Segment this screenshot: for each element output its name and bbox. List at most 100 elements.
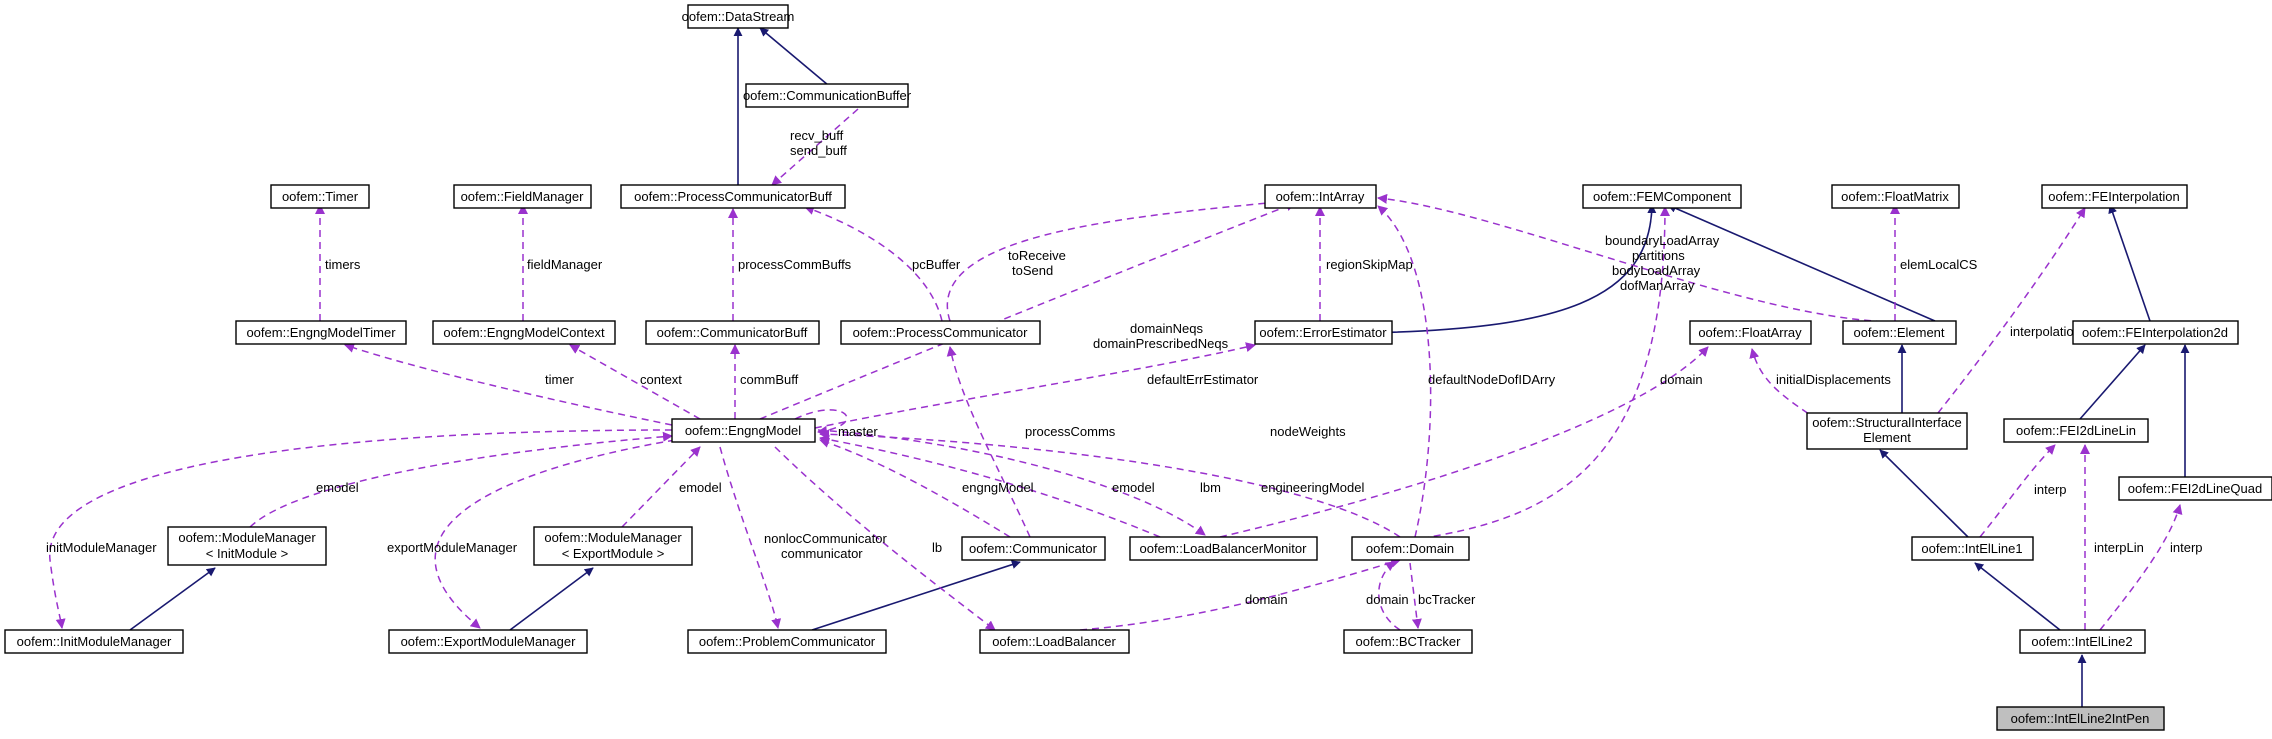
node-floatmatrix[interactable]: oofem::FloatMatrix — [1831, 184, 1960, 209]
svg-text:oofem::FieldManager: oofem::FieldManager — [461, 189, 585, 204]
svg-text:< InitModule >: < InitModule > — [206, 546, 288, 561]
svg-text:oofem::CommunicatorBuff: oofem::CommunicatorBuff — [657, 325, 808, 340]
edge-structuralinterfaceelement-to-feinterpolation — [1937, 207, 2086, 414]
node-engngmodelcontext[interactable]: oofem::EngngModelContext — [432, 320, 616, 345]
nodes: oofem::DataStream oofem::CommunicationBu… — [4, 4, 2272, 731]
svg-text:oofem::IntElLine2IntPen: oofem::IntElLine2IntPen — [2011, 711, 2150, 726]
svg-text:oofem::ExportModuleManager: oofem::ExportModuleManager — [401, 634, 577, 649]
edge-label-interp-lin: interp — [2034, 482, 2067, 497]
edge-label-send-buff: send_buff — [790, 143, 847, 158]
svg-text:oofem::BCTracker: oofem::BCTracker — [1356, 634, 1462, 649]
edge-label-commbuff: commBuff — [740, 372, 799, 387]
node-initmodulemanager[interactable]: oofem::InitModuleManager — [4, 629, 184, 654]
svg-text:oofem::FloatArray: oofem::FloatArray — [1698, 325, 1802, 340]
node-intelline2[interactable]: oofem::IntElLine2 — [2019, 629, 2146, 654]
node-feinterpolation[interactable]: oofem::FEInterpolation — [2041, 184, 2188, 209]
node-processcommunicator[interactable]: oofem::ProcessCommunicator — [840, 320, 1041, 345]
edge-engngmodel-to-engngmodeltimer — [344, 343, 673, 426]
svg-text:oofem::FEI2dLineLin: oofem::FEI2dLineLin — [2016, 423, 2136, 438]
edge-loadbalancer-to-domain — [1079, 557, 1401, 631]
edge-errorestimator-to-femcomponent — [1359, 204, 1657, 334]
node-intelline2intpen[interactable]: oofem::IntElLine2IntPen — [1996, 706, 2165, 731]
node-structuralinterfaceelement[interactable]: oofem::StructuralInterface Element — [1806, 412, 1968, 450]
edge-intelline1-to-structuralinterfaceelement — [1879, 449, 1969, 538]
edge-engngmodel-to-loadbalancermonitor — [817, 429, 1206, 536]
edge-label-domain-fem: domain — [1660, 372, 1703, 387]
node-domain[interactable]: oofem::Domain — [1351, 536, 1470, 561]
edge-label-recv-buff: recv_buff — [790, 128, 844, 143]
edge-label-emodel-init: emodel — [316, 480, 359, 495]
node-feinterpolation2d[interactable]: oofem::FEInterpolation2d — [2072, 320, 2239, 345]
edge-label-boundaryloadarray: boundaryLoadArray — [1605, 233, 1720, 248]
edge-label-exportmodulemanager: exportModuleManager — [387, 540, 518, 555]
edge-label-domainprescribedneqs: domainPrescribedNeqs — [1093, 336, 1229, 351]
node-fei2dlinelin[interactable]: oofem::FEI2dLineLin — [2003, 418, 2149, 443]
edge-label-defaulterrestimator: defaultErrEstimator — [1147, 372, 1259, 387]
svg-text:oofem::LoadBalancerMonitor: oofem::LoadBalancerMonitor — [1140, 541, 1308, 556]
node-datastream[interactable]: oofem::DataStream — [682, 4, 795, 29]
node-femcomponent[interactable]: oofem::FEMComponent — [1582, 184, 1742, 209]
node-processcommunicatorbuff[interactable]: oofem::ProcessCommunicatorBuff — [620, 184, 846, 209]
edge-loadbalancermonitor-to-floatarray — [1219, 346, 1709, 538]
node-engngmodeltimer[interactable]: oofem::EngngModelTimer — [235, 320, 407, 345]
edge-label-lbm: lbm — [1200, 480, 1221, 495]
edge-engngmodel-to-errorestimator — [814, 342, 1256, 429]
node-fieldmanager[interactable]: oofem::FieldManager — [453, 184, 592, 209]
edge-loadbalancermonitor-to-engngmodel — [819, 434, 1161, 538]
node-floatarray[interactable]: oofem::FloatArray — [1689, 320, 1812, 345]
edge-label-processcommbuffs: processCommBuffs — [738, 257, 852, 272]
svg-text:oofem::CommunicationBuffer: oofem::CommunicationBuffer — [743, 88, 912, 103]
node-communicator[interactable]: oofem::Communicator — [961, 536, 1106, 561]
node-bctracker[interactable]: oofem::BCTracker — [1343, 629, 1473, 654]
edge-intelline1-to-fei2dlinelin — [1979, 444, 2056, 538]
edge-feinterpolation2d-to-feinterpolation — [2108, 204, 2151, 322]
node-communicationbuffer[interactable]: oofem::CommunicationBuffer — [743, 83, 912, 108]
edge-label-nonloccommunicator: nonlocCommunicator — [764, 531, 888, 546]
edge-exportmodulemanager-to-modulemanager — [509, 567, 594, 631]
svg-text:oofem::EngngModelContext: oofem::EngngModelContext — [443, 325, 605, 340]
edge-communicator-to-engngmodel — [819, 438, 1011, 538]
edge-engngmodel-to-problemcommunicator — [719, 446, 782, 629]
node-exportmodulemanager[interactable]: oofem::ExportModuleManager — [388, 629, 588, 654]
edge-intelline2-to-intelline1 — [1974, 562, 2061, 631]
edge-label-interplin: interpLin — [2094, 540, 2144, 555]
node-engngmodel[interactable]: oofem::EngngModel — [671, 418, 816, 443]
edge-labels: recv_buff send_buff timers fieldManager … — [46, 128, 2203, 607]
node-modulemanager-export[interactable]: oofem::ModuleManager < ExportModule > — [533, 526, 693, 566]
edge-bctracker-to-domain — [1378, 561, 1401, 631]
svg-text:oofem::IntElLine1: oofem::IntElLine1 — [1921, 541, 2022, 556]
edge-domain-to-femcomponent — [1409, 206, 1670, 541]
node-loadbalancer[interactable]: oofem::LoadBalancer — [979, 629, 1130, 654]
svg-text:oofem::InitModuleManager: oofem::InitModuleManager — [17, 634, 172, 649]
edge-engngmodel-to-loadbalancer — [774, 446, 996, 631]
svg-text:oofem::ModuleManager: oofem::ModuleManager — [178, 530, 316, 545]
node-element[interactable]: oofem::Element — [1842, 320, 1957, 345]
edge-label-initialdisplacements: initialDisplacements — [1776, 372, 1891, 387]
svg-text:oofem::IntElLine2: oofem::IntElLine2 — [2031, 634, 2132, 649]
svg-text:oofem::FEInterpolation2d: oofem::FEInterpolation2d — [2082, 325, 2228, 340]
node-timer[interactable]: oofem::Timer — [270, 184, 370, 209]
edge-label-nodeweights: nodeWeights — [1270, 424, 1346, 439]
node-intelline1[interactable]: oofem::IntElLine1 — [1911, 536, 2034, 561]
node-errorestimator[interactable]: oofem::ErrorEstimator — [1254, 320, 1393, 345]
svg-text:oofem::Domain: oofem::Domain — [1366, 541, 1454, 556]
node-communicatorbuff[interactable]: oofem::CommunicatorBuff — [645, 320, 820, 345]
svg-text:oofem::FEI2dLineQuad: oofem::FEI2dLineQuad — [2128, 481, 2262, 496]
edge-label-interpolation: interpolation — [2010, 324, 2081, 339]
edge-engngmodel-to-engngmodelcontext — [569, 344, 701, 420]
svg-text:oofem::Element: oofem::Element — [1853, 325, 1944, 340]
edge-initmodulemanager-to-modulemanager — [129, 567, 216, 631]
edge-label-domain-lb: domain — [1245, 592, 1288, 607]
edge-label-toreceive: toReceive — [1008, 248, 1066, 263]
edge-label-regionskipmap: regionSkipMap — [1326, 257, 1413, 272]
edge-label-interp-quad: interp — [2170, 540, 2203, 555]
edge-problemcommunicator-to-communicator — [811, 560, 1021, 631]
svg-text:oofem::FEInterpolation: oofem::FEInterpolation — [2048, 189, 2180, 204]
node-modulemanager-init[interactable]: oofem::ModuleManager < InitModule > — [167, 526, 327, 566]
node-intarray[interactable]: oofem::IntArray — [1264, 184, 1377, 209]
node-loadbalancermonitor[interactable]: oofem::LoadBalancerMonitor — [1129, 536, 1318, 561]
svg-text:oofem::ProblemCommunicator: oofem::ProblemCommunicator — [699, 634, 876, 649]
node-fei2dlinequad[interactable]: oofem::FEI2dLineQuad — [2118, 476, 2272, 501]
edge-label-processcomms: processComms — [1025, 424, 1116, 439]
node-problemcommunicator[interactable]: oofem::ProblemCommunicator — [687, 629, 887, 654]
